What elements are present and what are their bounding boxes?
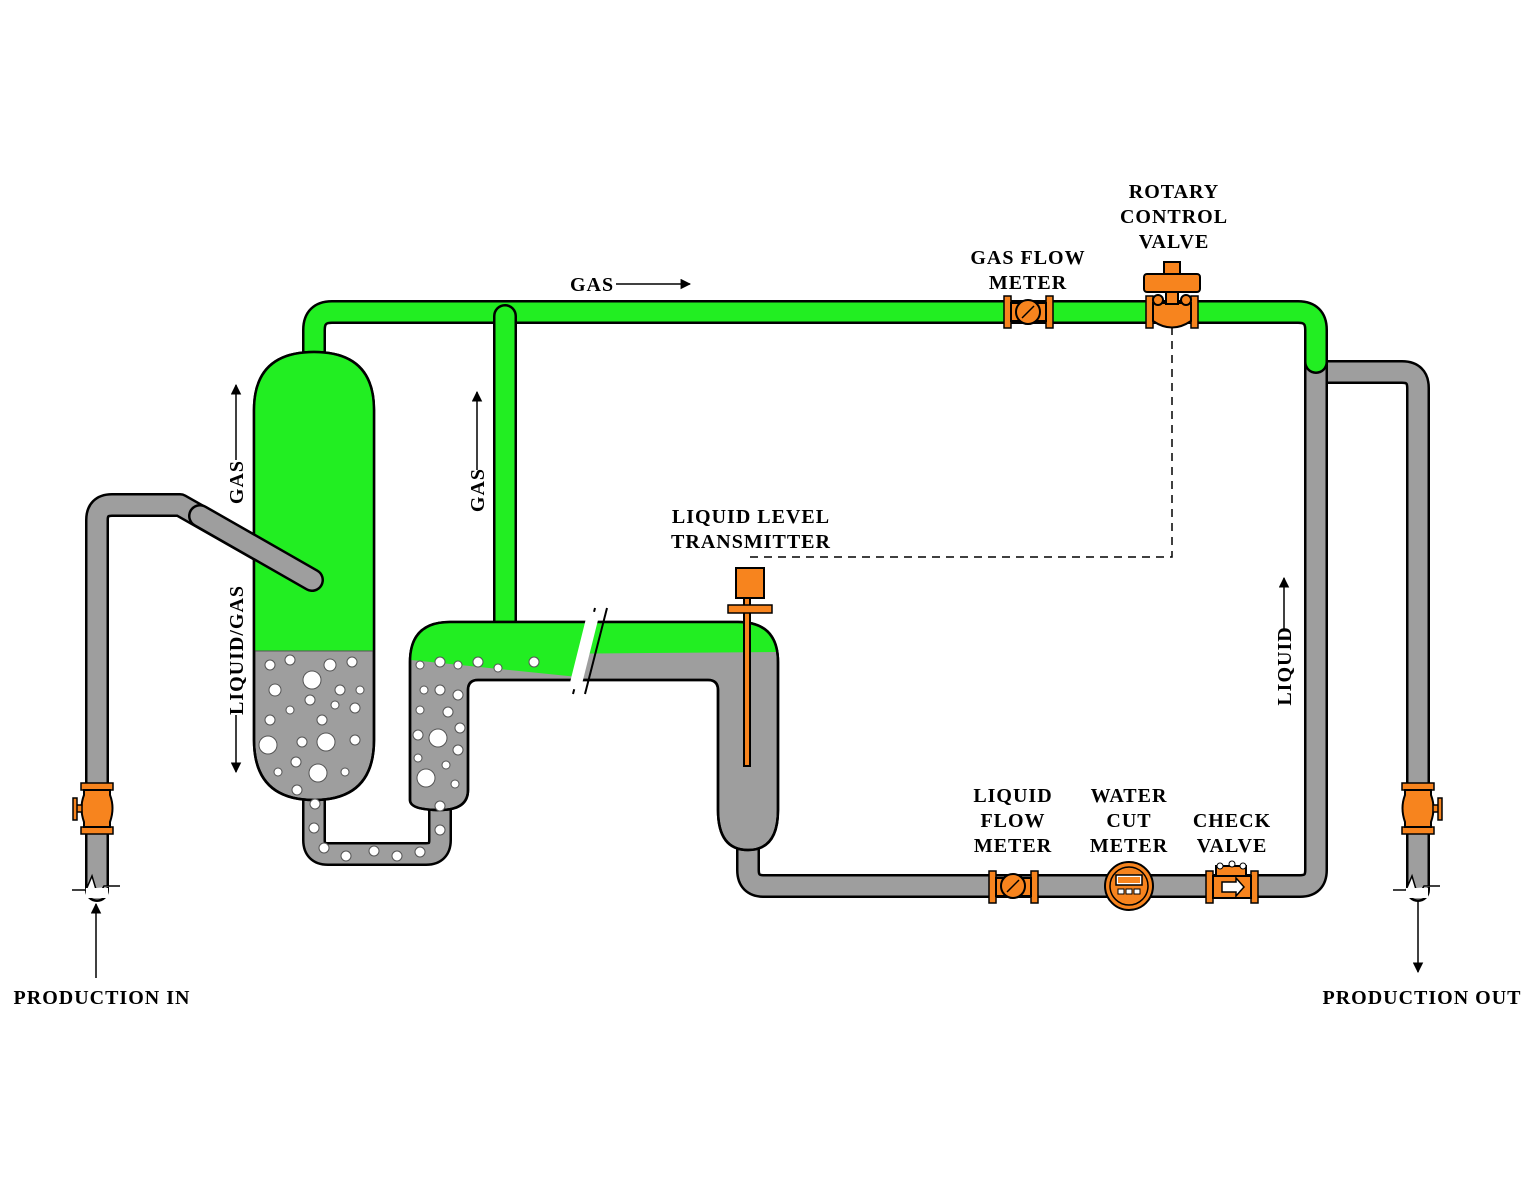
vessel-liquid-gas-label: LIQUID/GAS: [226, 585, 248, 715]
production-out-label: PRODUCTION OUT: [1322, 987, 1521, 1009]
gas-flow-meter-label-1: GAS FLOW: [970, 247, 1085, 269]
water-cut-meter-label-1: WATER: [1091, 785, 1168, 807]
flow-arrows: [90, 278, 1424, 978]
inlet-pipe: [85, 493, 324, 902]
gas-header-pipe: [302, 300, 1328, 637]
production-in-label: PRODUCTION IN: [14, 987, 191, 1009]
horizontal-separator-section: [408, 607, 780, 852]
inlet-gate-valve: [72, 782, 114, 835]
gas-flow-meter-label-2: METER: [989, 272, 1067, 294]
labels: ROTARY CONTROL VALVE GAS FLOW METER GAS …: [14, 181, 1521, 1009]
check-valve-label-2: VALVE: [1197, 835, 1268, 857]
separator-vessel: [188, 350, 376, 802]
vessel-gas-label: GAS: [226, 460, 248, 504]
control-signal-line: [750, 325, 1173, 558]
water-cut-meter: [1104, 861, 1154, 911]
liquid-return-pipe: [736, 348, 1328, 898]
liquid-flow-meter-label-2: FLOW: [980, 810, 1045, 832]
liquid-flow-meter-label-1: LIQUID: [973, 785, 1052, 807]
check-valve-label-1: CHECK: [1193, 810, 1271, 832]
rotary-control-valve: [1143, 261, 1201, 329]
gas-header-label: GAS: [570, 274, 614, 296]
pipe-break-marks: [72, 873, 1440, 898]
rotary-control-valve-label-1: ROTARY: [1129, 181, 1219, 203]
riser-gas-label: GAS: [467, 468, 489, 512]
liquid-level-transmitter-label-2: TRANSMITTER: [671, 531, 831, 553]
liquid-flow-meter-label-3: METER: [974, 835, 1052, 857]
gas-flow-meter: [1003, 295, 1054, 329]
liquid-return-label: LIQUID: [1274, 626, 1296, 705]
liquid-flow-meter: [988, 870, 1039, 904]
rotary-control-valve-label-3: VALVE: [1139, 231, 1210, 253]
liquid-level-transmitter-label-1: LIQUID LEVEL: [672, 506, 830, 528]
check-valve: [1205, 860, 1259, 904]
liquid-level-transmitter: [727, 567, 773, 767]
outlet-gate-valve: [1401, 782, 1443, 835]
outlet-pipe: [1305, 360, 1430, 902]
water-cut-meter-label-3: METER: [1090, 835, 1168, 857]
rotary-control-valve-label-2: CONTROL: [1120, 206, 1228, 228]
water-cut-meter-label-2: CUT: [1106, 810, 1151, 832]
liquid-bubbles: [258, 654, 540, 862]
